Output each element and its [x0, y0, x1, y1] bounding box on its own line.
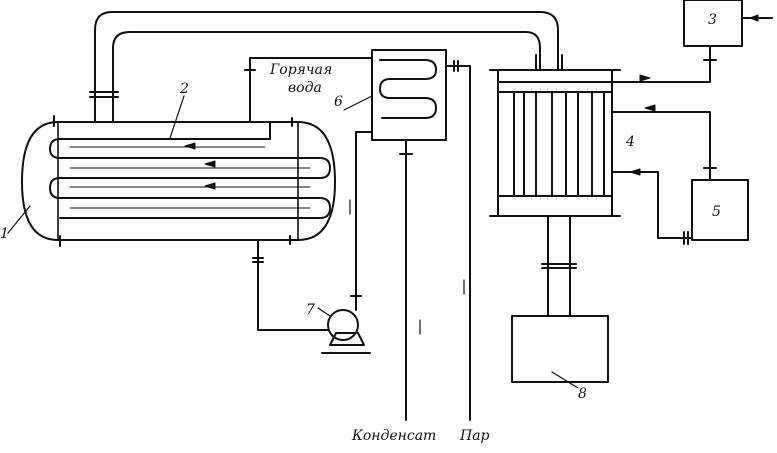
heater-6 [244, 49, 471, 421]
label-7: 7 [306, 302, 315, 318]
label-8: 8 [578, 386, 587, 402]
pump-7 [252, 239, 371, 354]
caption-steam: Пар [459, 428, 490, 444]
heating-coil-2 [49, 121, 331, 219]
vapour-pipe [89, 11, 559, 123]
vessel-3 [611, 0, 773, 83]
apparatus-4 [489, 54, 621, 317]
label-4: 4 [625, 134, 635, 150]
label-1: 1 [0, 226, 9, 242]
vessel-1 [21, 115, 336, 247]
label-6: 6 [334, 94, 343, 110]
leader-lines [7, 95, 579, 389]
label-3: 3 [708, 12, 717, 28]
caption-hot-water-2: вода [288, 80, 322, 96]
vessel-5 [611, 104, 749, 245]
tank-8 [511, 315, 609, 383]
caption-condensate: Конденсат [351, 428, 436, 444]
label-2: 2 [179, 81, 189, 97]
flow-marks [349, 199, 465, 335]
caption-hot-water-1: Горячая [269, 62, 332, 78]
label-5: 5 [712, 204, 721, 220]
